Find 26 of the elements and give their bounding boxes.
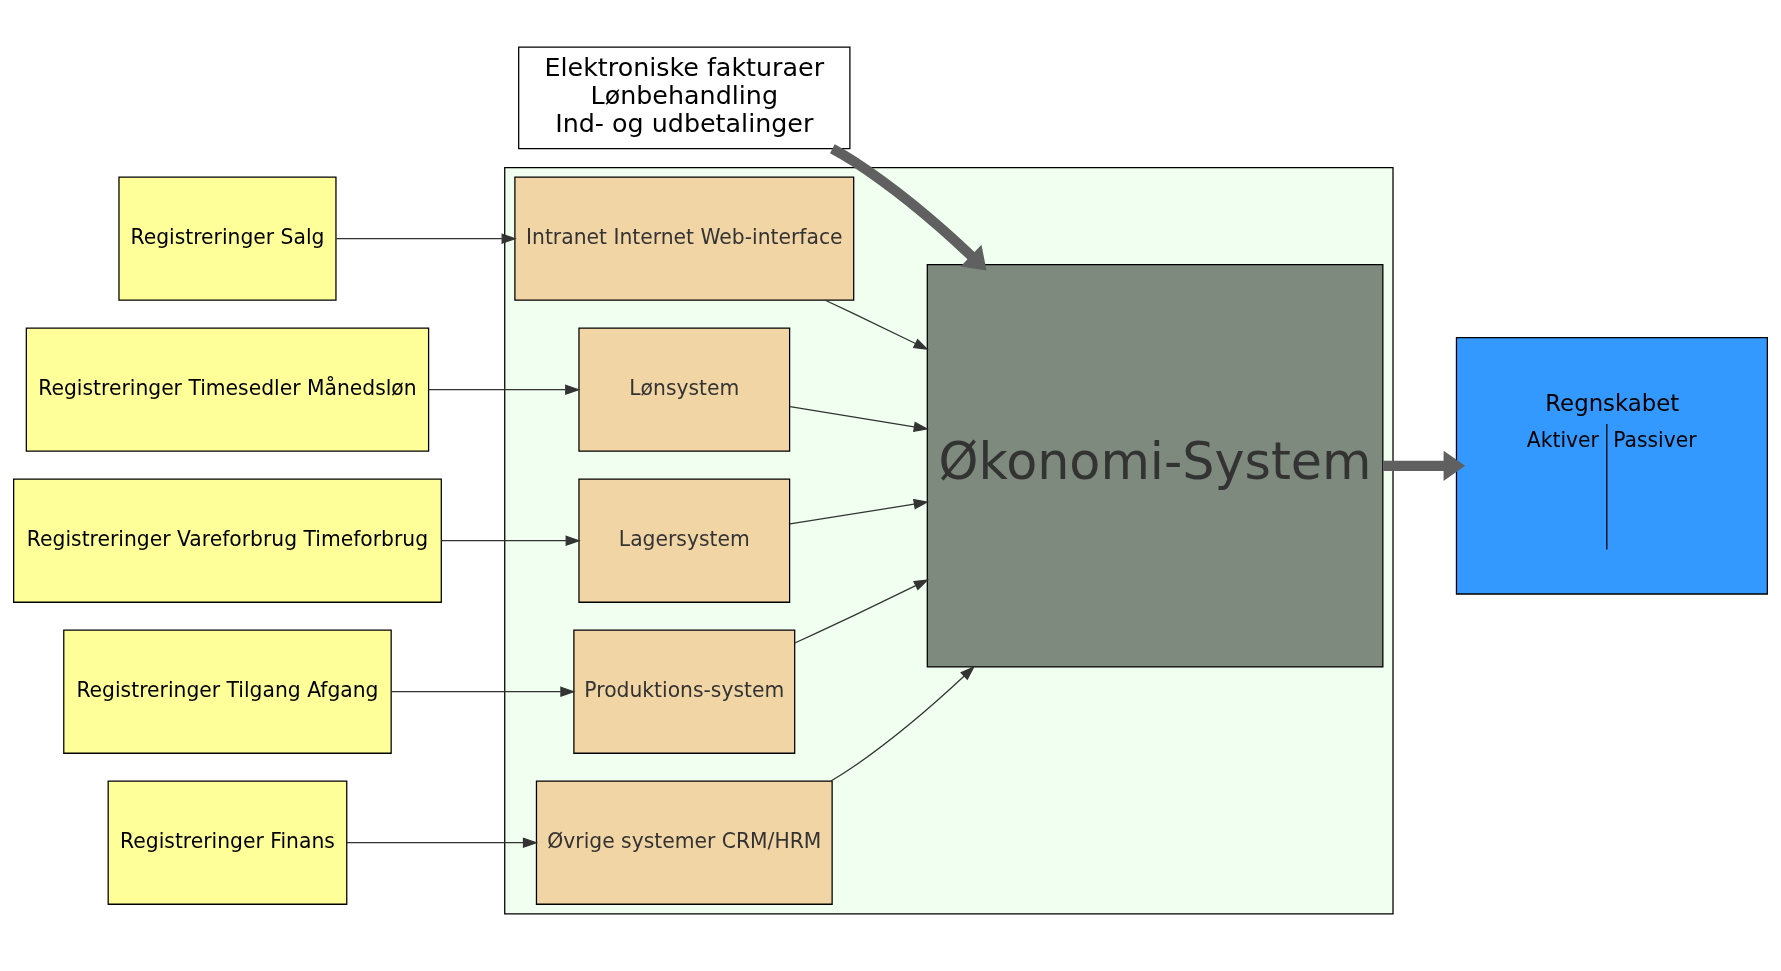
node-box: Registreringer Finans: [107, 780, 348, 905]
node-box: Registreringer Salg: [118, 176, 337, 301]
arrow: [1383, 450, 1466, 481]
node-box: Lagersystem: [578, 478, 791, 603]
arrow: [335, 233, 517, 245]
node-box: Registreringer Timesedler Månedsløn: [25, 327, 430, 452]
node-box: Lønsystem: [578, 327, 791, 452]
node-box: Øvrige systemer CRM/HRM: [535, 780, 833, 905]
node-box: Regnskabet Aktiver Passiver: [1455, 337, 1768, 595]
arrow: [440, 535, 581, 547]
arrow: [789, 498, 929, 525]
node-box: Økonomi-System: [926, 264, 1384, 668]
node-box: Intranet Internet Web-interface: [514, 176, 855, 301]
node-box: Elektroniske fakturaer Lønbehandling Ind- og udbetalinger: [518, 46, 851, 150]
arrow: [428, 384, 581, 396]
arrow: [346, 837, 539, 849]
cluster: [504, 167, 1394, 915]
arrow: [390, 686, 576, 698]
arrow: [824, 299, 929, 351]
node-box: Registreringer Tilgang Afgang: [63, 629, 392, 754]
node-box: Produktions-system: [573, 629, 796, 754]
arrow: [794, 579, 930, 644]
arrow: [789, 406, 929, 433]
arrow: [830, 665, 975, 782]
arrow: [829, 144, 987, 271]
node-box: Registreringer Vareforbrug Timeforbrug: [13, 478, 442, 603]
